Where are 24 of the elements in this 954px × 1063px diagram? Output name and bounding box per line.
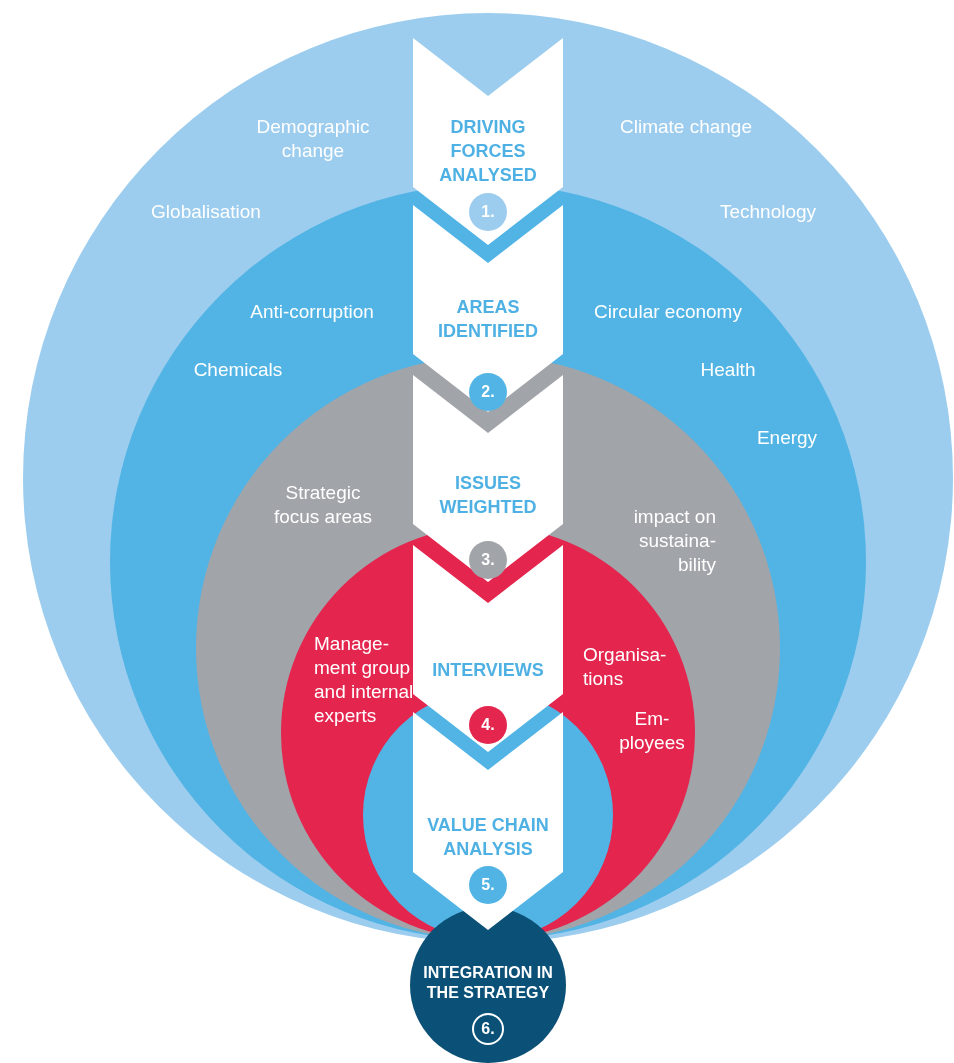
step-title: VALUE CHAIN ANALYSIS <box>426 814 550 861</box>
zone-label: Health <box>699 358 757 382</box>
zone-label: Technology <box>718 200 818 224</box>
step-title: DRIVING FORCES ANALYSED <box>438 116 538 187</box>
zone-label: Em- ployees <box>618 707 686 755</box>
zone-label: Globalisation <box>150 200 262 224</box>
step-title: ISSUES WEIGHTED <box>438 472 538 519</box>
step-title: INTEGRATION IN THE STRATEGY <box>422 963 554 1003</box>
zone-label: Organisa- tions <box>583 643 668 691</box>
zone-label: Energy <box>755 426 819 450</box>
zone-label: Climate change <box>619 115 753 139</box>
step-title: INTERVIEWS <box>431 659 545 682</box>
chevron-arrow <box>413 545 563 752</box>
zone-label: Circular economy <box>593 300 743 324</box>
circle-node <box>410 907 566 1063</box>
chevron-arrow <box>413 205 563 412</box>
zone-label: Strategic focus areas <box>272 481 374 529</box>
zone-label: Demographic change <box>255 115 371 163</box>
zone-label: Manage- ment group and internal experts <box>314 632 414 728</box>
chevron-arrow <box>413 712 563 907</box>
zone-label: Chemicals <box>192 358 284 382</box>
zone-label: impact on sustaina- bility <box>632 505 716 577</box>
step-title: AREAS IDENTIFIED <box>437 296 539 343</box>
zone-label: Anti-corruption <box>249 300 375 324</box>
